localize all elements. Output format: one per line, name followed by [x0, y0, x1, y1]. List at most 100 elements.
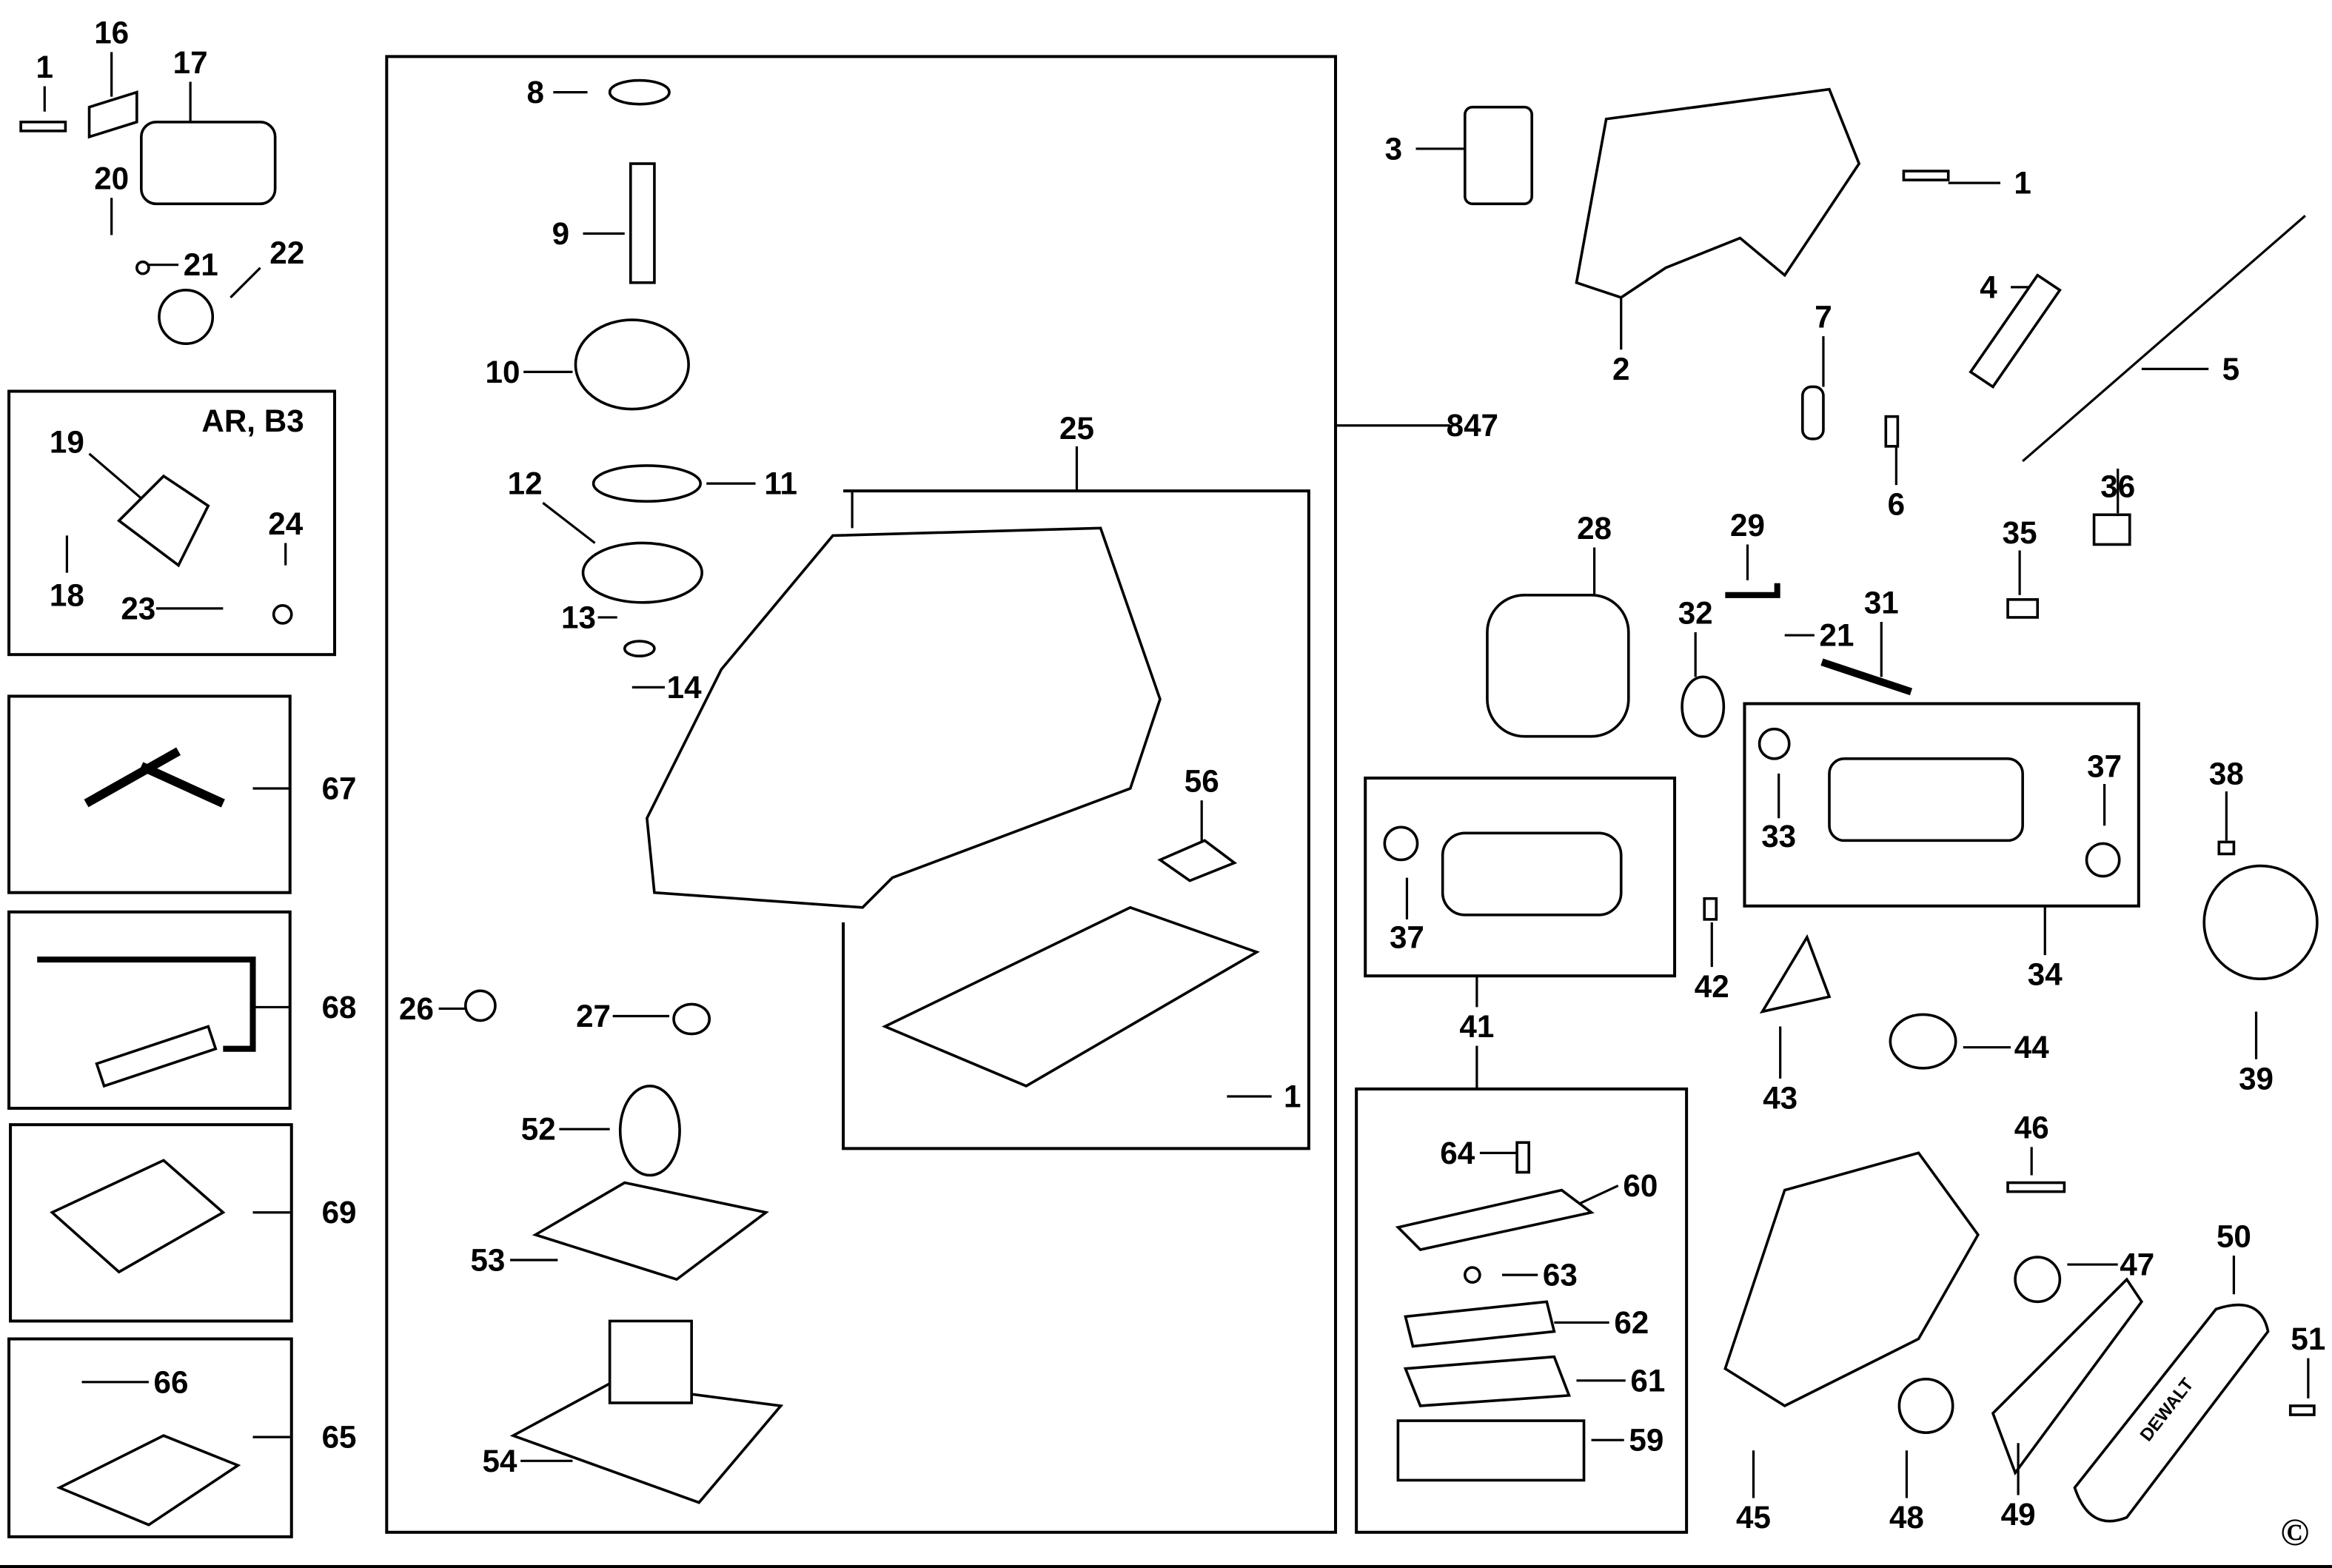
- copyright-mark: ©: [2280, 1511, 2309, 1554]
- callout-66: 66: [154, 1364, 189, 1399]
- callout-7: 7: [1815, 300, 1832, 335]
- tube-4: [1969, 273, 2062, 389]
- screw-64: [1515, 1141, 1530, 1174]
- frame-67: [7, 694, 292, 894]
- switch-3: [1463, 105, 1534, 206]
- end-cap: [140, 120, 277, 206]
- stator-28: [1486, 593, 1630, 738]
- callout-43: 43: [1763, 1080, 1797, 1115]
- callout-48: 48: [1889, 1500, 1924, 1535]
- pulley-44: [1889, 1013, 1957, 1070]
- gauge-68: [95, 1025, 218, 1088]
- callout-3: 3: [1385, 131, 1402, 166]
- leader-lines: [43, 52, 2310, 1498]
- callout-21: 21: [1820, 618, 1854, 653]
- callout-47: 47: [2120, 1247, 2154, 1282]
- plate-69: [50, 1159, 226, 1274]
- callout-35: 35: [2003, 515, 2037, 550]
- callout-24: 24: [268, 506, 303, 541]
- callout-45: 45: [1736, 1500, 1771, 1535]
- hex-key-68: [37, 956, 256, 1052]
- wrench-67: [84, 747, 225, 808]
- cable-5: [2022, 215, 2306, 463]
- plug-27: [672, 1002, 711, 1036]
- plate-53: [532, 1181, 769, 1281]
- switch-cover-19: [116, 474, 210, 568]
- callout-847: 847: [1447, 408, 1498, 443]
- callout-32: 32: [1678, 595, 1713, 630]
- callout-64: 64: [1440, 1136, 1475, 1170]
- wedge-60: [1395, 1188, 1595, 1251]
- blade-61: [1403, 1355, 1571, 1407]
- cutterhead-41: [1441, 831, 1623, 917]
- screw-icon: [19, 120, 67, 133]
- callout-65: 65: [322, 1420, 357, 1455]
- callout-14: 14: [667, 670, 702, 705]
- screw-31: [1820, 658, 1913, 696]
- armature-34: [1828, 757, 2024, 842]
- callout-17: 17: [173, 45, 208, 80]
- callout-23: 23: [121, 591, 155, 626]
- bearing-37: [2085, 842, 2121, 878]
- callout-28: 28: [1577, 511, 1612, 546]
- washer: [135, 260, 150, 275]
- callout-39: 39: [2239, 1061, 2274, 1096]
- cover-45: [1723, 1151, 1980, 1408]
- callout-60: 60: [1623, 1168, 1658, 1203]
- plate-22: [158, 289, 215, 346]
- frame-847: [385, 55, 1338, 1534]
- knob-26: [463, 989, 497, 1022]
- callout-9: 9: [552, 216, 569, 251]
- baffle-39: [2202, 864, 2319, 981]
- callout-61: 61: [1630, 1363, 1665, 1398]
- bearing-33: [1758, 727, 1791, 760]
- frame-25: [842, 489, 1310, 1150]
- callout-10: 10: [486, 355, 520, 389]
- callout-21: 21: [184, 247, 218, 282]
- callout-1: 1: [1284, 1079, 1301, 1113]
- frame-65: [7, 1337, 293, 1538]
- clip-7: [1801, 385, 1825, 440]
- frame-68: [7, 910, 292, 1110]
- callout-44: 44: [2014, 1030, 2049, 1065]
- screw-63: [1463, 1266, 1481, 1284]
- pin-38: [2217, 840, 2236, 856]
- callout-13: 13: [561, 600, 596, 634]
- callout-29: 29: [1730, 508, 1765, 543]
- callout-37: 37: [1390, 919, 1424, 954]
- callout-68: 68: [322, 990, 357, 1025]
- bearing-12: [581, 541, 704, 604]
- frame-41-upper: [1364, 776, 1677, 978]
- callout-4: 4: [1980, 269, 1997, 304]
- shoe-25: [881, 905, 1260, 1088]
- screw-42: [1703, 897, 1718, 921]
- screw-1: [1902, 170, 1950, 181]
- callout-12: 12: [508, 466, 543, 501]
- frame-variant-ar-b3: [7, 389, 337, 657]
- callout-56: 56: [1185, 763, 1219, 798]
- spring-52: [618, 1085, 681, 1177]
- belt-cover-50: [2073, 1303, 2270, 1523]
- frame-41-lower: [1355, 1087, 1689, 1534]
- callout-53: 53: [470, 1243, 505, 1278]
- frame-34: [1743, 702, 2140, 908]
- callout-31: 31: [1864, 585, 1899, 620]
- blade-holder-65: [56, 1434, 241, 1527]
- bolt-9: [629, 162, 656, 284]
- handle-2: [1575, 87, 1861, 299]
- callout-51: 51: [2291, 1321, 2325, 1356]
- callout-54: 54: [483, 1444, 517, 1478]
- callout-16: 16: [94, 16, 129, 50]
- callout-5: 5: [2222, 352, 2239, 386]
- callout-67: 67: [322, 771, 357, 806]
- callout-62: 62: [1614, 1305, 1649, 1340]
- bearing-37b: [1383, 825, 1419, 862]
- callout-63: 63: [1543, 1258, 1578, 1293]
- washer-13: [623, 640, 656, 657]
- callout-69: 69: [322, 1195, 357, 1230]
- callout-37: 37: [2087, 748, 2122, 783]
- screw-51: [2288, 1404, 2316, 1416]
- callout-49: 49: [2001, 1497, 2036, 1532]
